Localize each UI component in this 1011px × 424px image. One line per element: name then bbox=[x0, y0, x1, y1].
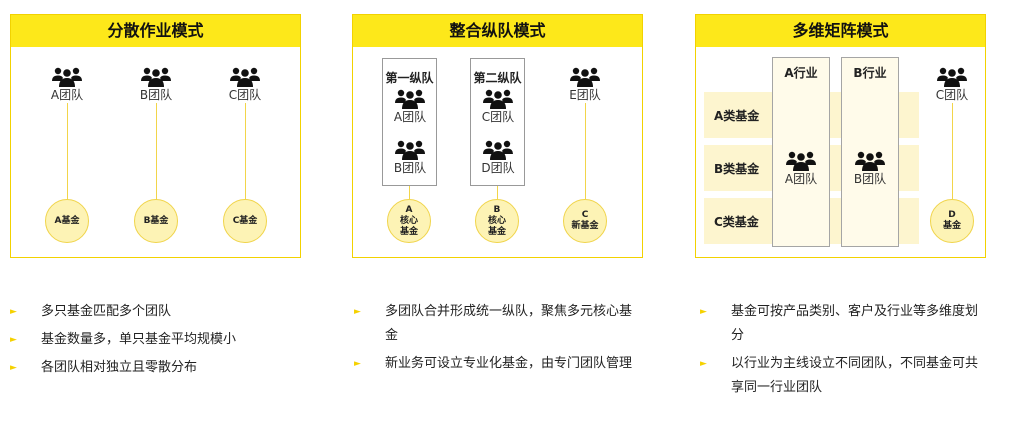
triangle-right-icon: ► bbox=[354, 307, 361, 317]
connector-line bbox=[156, 103, 157, 201]
fund-circle: C基金 bbox=[223, 199, 267, 243]
team-b: B团队 bbox=[131, 67, 181, 102]
industry-title: A行业 bbox=[784, 66, 818, 80]
panel-dispersed: 分散作业模式 A团队 B团队 C团队 A基金 B基金 C基金 bbox=[10, 14, 301, 258]
bullet-text: 多团队合并形成统一纵队，聚焦多元核心基金 bbox=[385, 304, 633, 343]
team-label: C团队 bbox=[481, 110, 515, 124]
team-c: C团队 bbox=[927, 67, 977, 102]
triangle-right-icon: ► bbox=[10, 363, 17, 373]
team-people-icon bbox=[141, 67, 171, 87]
bullet-item: ► 多只基金匹配多个团队 bbox=[10, 300, 300, 324]
fund-circle: A 核心 基金 bbox=[387, 199, 431, 243]
fund-circle: C 新基金 bbox=[563, 199, 607, 243]
team-label: A团队 bbox=[50, 88, 84, 102]
panel-matrix: 多维矩阵模式 A类基金 B类基金 C类基金 A行业 A团队 B行业 B团队 C团… bbox=[695, 14, 986, 258]
bullet-text: 各团队相对独立且零散分布 bbox=[41, 360, 198, 375]
team-people-icon bbox=[483, 140, 513, 160]
team-b: B团队 bbox=[845, 151, 895, 186]
bullet-item: ► 基金可按产品类别、客户及行业等多维度划分 bbox=[700, 300, 985, 348]
bullet-list-dispersed: ► 多只基金匹配多个团队 ► 基金数量多，单只基金平均规模小 ► 各团队相对独立且零散… bbox=[10, 300, 300, 384]
bullet-text: 基金数量多，单只基金平均规模小 bbox=[41, 332, 237, 347]
connector-line bbox=[67, 103, 68, 201]
connector-line bbox=[409, 185, 410, 199]
bullet-item: ► 各团队相对独立且零散分布 bbox=[10, 356, 300, 380]
bullet-item: ► 基金数量多，单只基金平均规模小 bbox=[10, 328, 300, 352]
bullet-text: 新业务可设立专业化基金，由专门团队管理 bbox=[385, 356, 633, 371]
team-label: A团队 bbox=[393, 110, 427, 124]
panel-title: 多维矩阵模式 bbox=[696, 15, 985, 47]
team-c: C团队 bbox=[220, 67, 270, 102]
team-people-icon bbox=[855, 151, 885, 171]
connector-line bbox=[952, 103, 953, 199]
team-people-icon bbox=[395, 140, 425, 160]
team-people-icon bbox=[786, 151, 816, 171]
column-second: 第二纵队 C团队 D团队 bbox=[470, 58, 525, 186]
triangle-right-icon: ► bbox=[354, 359, 361, 369]
panel-integrated: 整合纵队模式 第一纵队 A团队 B团队 第二纵队 C团队 D团队 E团队 A 核… bbox=[352, 14, 643, 258]
bullet-text: 以行业为主线设立不同团队，不同基金可共享同一行业团队 bbox=[731, 356, 979, 395]
column-title: 第一纵队 bbox=[385, 71, 434, 85]
team-c: C团队 bbox=[473, 89, 523, 124]
team-people-icon bbox=[937, 67, 967, 87]
connector-line bbox=[585, 103, 586, 199]
bullet-list-integrated: ► 多团队合并形成统一纵队，聚焦多元核心基金 ► 新业务可设立专业化基金，由专门团队… bbox=[354, 300, 639, 380]
team-label: A团队 bbox=[784, 172, 818, 186]
triangle-right-icon: ► bbox=[700, 359, 707, 369]
team-b: B团队 bbox=[385, 140, 435, 175]
bullet-text: 基金可按产品类别、客户及行业等多维度划分 bbox=[731, 304, 979, 343]
panel-title: 分散作业模式 bbox=[11, 15, 300, 47]
column-title: 第二纵队 bbox=[473, 71, 522, 85]
fund-row-label: C类基金 bbox=[714, 215, 759, 229]
triangle-right-icon: ► bbox=[10, 307, 17, 317]
team-label: C团队 bbox=[935, 88, 969, 102]
team-a: A团队 bbox=[385, 89, 435, 124]
connector-line bbox=[245, 103, 246, 201]
team-label: E团队 bbox=[569, 88, 601, 102]
fund-circle: B基金 bbox=[134, 199, 178, 243]
team-people-icon bbox=[230, 67, 260, 87]
team-people-icon bbox=[395, 89, 425, 109]
bullet-text: 多只基金匹配多个团队 bbox=[41, 304, 172, 319]
fund-row-label: A类基金 bbox=[714, 109, 760, 123]
team-label: D团队 bbox=[481, 161, 515, 175]
team-people-icon bbox=[52, 67, 82, 87]
fund-circle: B 核心 基金 bbox=[475, 199, 519, 243]
team-a: A团队 bbox=[776, 151, 826, 186]
triangle-right-icon: ► bbox=[10, 335, 17, 345]
panel-title: 整合纵队模式 bbox=[353, 15, 642, 47]
fund-circle: A基金 bbox=[45, 199, 89, 243]
bullet-list-matrix: ► 基金可按产品类别、客户及行业等多维度划分 ► 以行业为主线设立不同团队，不同基金… bbox=[700, 300, 985, 404]
team-label: B团队 bbox=[853, 172, 887, 186]
bullet-item: ► 新业务可设立专业化基金，由专门团队管理 bbox=[354, 352, 639, 376]
column-first: 第一纵队 A团队 B团队 bbox=[382, 58, 437, 186]
fund-circle: D 基金 bbox=[930, 199, 974, 243]
industry-column-a: A行业 A团队 bbox=[772, 57, 830, 247]
team-d: D团队 bbox=[473, 140, 523, 175]
bullet-item: ► 以行业为主线设立不同团队，不同基金可共享同一行业团队 bbox=[700, 352, 985, 400]
team-label: C团队 bbox=[228, 88, 262, 102]
fund-row-label: B类基金 bbox=[714, 162, 760, 176]
bullet-item: ► 多团队合并形成统一纵队，聚焦多元核心基金 bbox=[354, 300, 639, 348]
team-people-icon bbox=[483, 89, 513, 109]
connector-line bbox=[497, 185, 498, 199]
team-label: B团队 bbox=[393, 161, 427, 175]
industry-column-b: B行业 B团队 bbox=[841, 57, 899, 247]
team-label: B团队 bbox=[139, 88, 173, 102]
team-people-icon bbox=[570, 67, 600, 87]
team-a: A团队 bbox=[42, 67, 92, 102]
triangle-right-icon: ► bbox=[700, 307, 707, 317]
industry-title: B行业 bbox=[853, 66, 887, 80]
team-e: E团队 bbox=[560, 67, 610, 102]
